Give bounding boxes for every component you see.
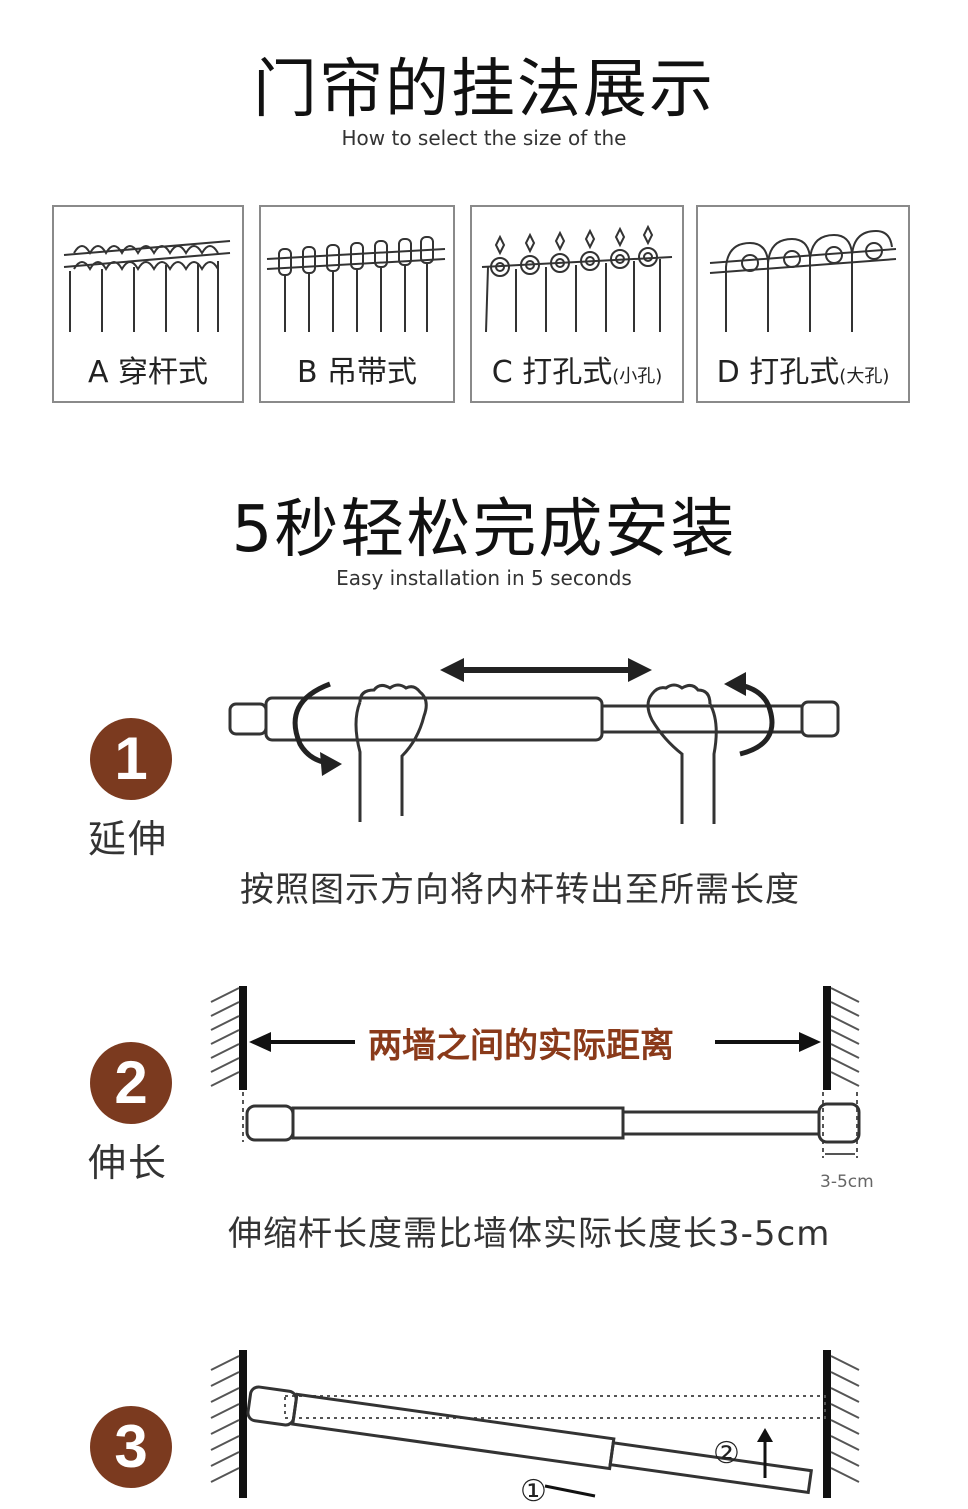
large-grommet-icon bbox=[709, 229, 897, 332]
extra-length-label: 3-5cm bbox=[820, 1172, 874, 1192]
section2-subtitle: Easy installation in 5 seconds bbox=[336, 566, 632, 590]
small-grommet-icon bbox=[481, 224, 673, 333]
section1-subtitle: How to select the size of the bbox=[341, 126, 627, 150]
style-label-a: A 穿杆式 bbox=[87, 355, 209, 390]
style-label-b: B 吊带式 bbox=[296, 355, 418, 390]
step1-name: 延伸 bbox=[88, 817, 169, 861]
step2-description: 伸缩杆长度需比墙体实际长度长3-5cm bbox=[228, 1214, 831, 1254]
wall-distance-label: 两墙之间的实际距离 bbox=[360, 1018, 682, 1067]
extend-rod-illustration bbox=[228, 658, 840, 824]
style-card-c: C 打孔式(小孔) bbox=[470, 205, 684, 403]
step1-badge: 1 bbox=[90, 718, 172, 800]
style-card-d: D 打孔式(大孔) bbox=[696, 205, 910, 403]
style-card-b: B 吊带式 bbox=[259, 205, 455, 403]
wall-distance-illustration bbox=[210, 986, 861, 1158]
tab-top-icon bbox=[266, 236, 446, 332]
step1-description: 按照图示方向将内杆转出至所需长度 bbox=[240, 870, 800, 910]
section2-title: 5秒轻松完成安装 bbox=[231, 493, 737, 567]
step3-badge: 3 bbox=[90, 1406, 172, 1488]
marker-1: ① bbox=[520, 1474, 547, 1509]
style-label-c: C 打孔式(小孔) bbox=[491, 355, 663, 390]
step2-badge: 2 bbox=[90, 1042, 172, 1124]
style-label-d: D 打孔式(大孔) bbox=[716, 355, 890, 390]
install-rod-illustration bbox=[210, 1350, 860, 1498]
section1-title: 门帘的挂法展示 bbox=[253, 53, 715, 127]
rod-pocket-icon bbox=[63, 240, 231, 332]
step2-name: 伸长 bbox=[88, 1141, 169, 1185]
marker-2: ② bbox=[713, 1436, 740, 1471]
style-card-a: A 穿杆式 bbox=[52, 205, 244, 403]
